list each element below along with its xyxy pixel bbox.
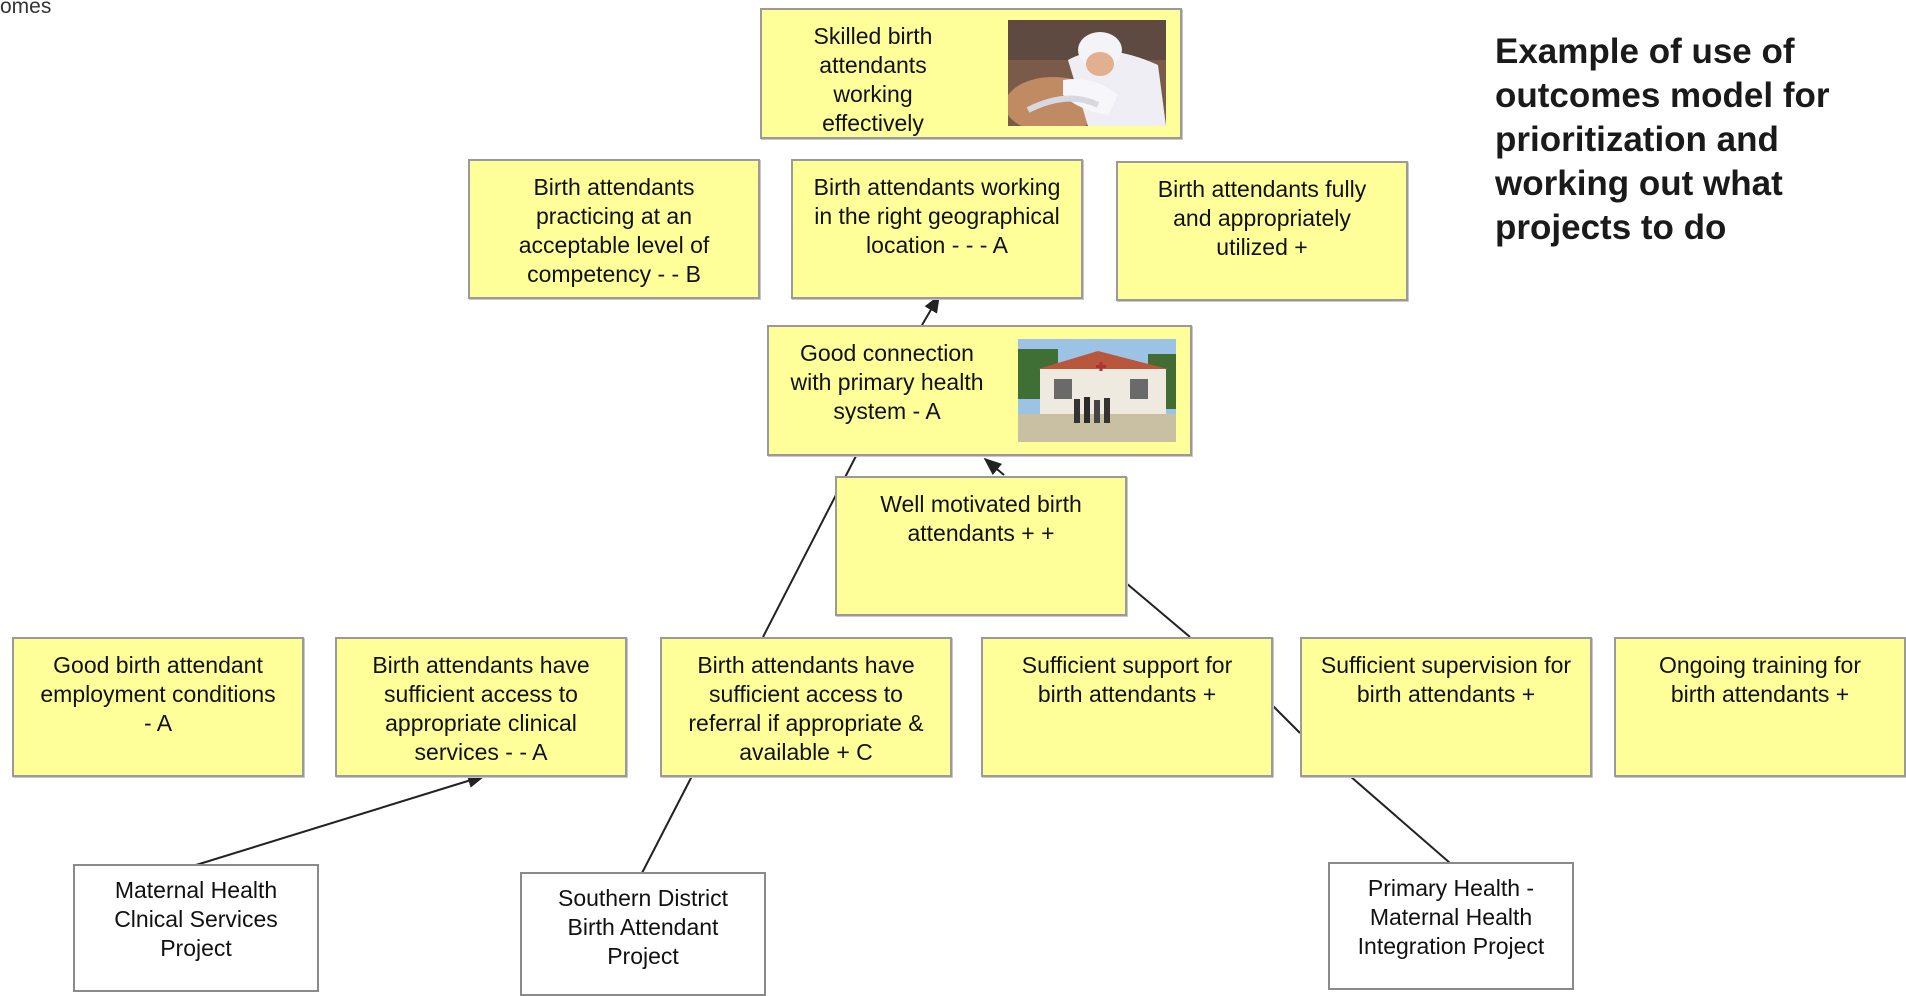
outcome-label: Birth attendants working in the right ge… — [813, 174, 1061, 258]
outcome-sufficient-support: Sufficient support for birth attendants … — [981, 637, 1273, 777]
project-southern-district: Southern District Birth Attendant Projec… — [520, 872, 766, 996]
outcome-employment-conditions: Good birth attendant employment conditio… — [12, 637, 304, 777]
project-label: Maternal Health Clnical Services Project — [114, 877, 278, 961]
outcome-label: Ongoing training for birth attendants + — [1658, 652, 1861, 707]
outcome-label: Sufficient supervision for birth attenda… — [1320, 652, 1572, 707]
link-clinical-project — [195, 773, 486, 866]
outcome-label: Well motivated birth attendants + + — [880, 491, 1082, 546]
outcome-label: Skilled birth attendants working effecti… — [813, 23, 933, 136]
link-support-to-motivated — [1125, 582, 1191, 638]
outcome-label: Good birth attendant employment conditio… — [40, 652, 276, 736]
outcome-label: Birth attendants fully and appropriately… — [1157, 176, 1367, 260]
outcome-fully-utilized: Birth attendants fully and appropriately… — [1116, 161, 1408, 301]
outcome-label: Good connection with primary health syst… — [790, 340, 984, 424]
outcome-ongoing-training: Ongoing training for birth attendants + — [1614, 637, 1906, 777]
project-maternal-health-clinical: Maternal Health Clnical Services Project — [73, 864, 319, 992]
outcome-label: Sufficient support for birth attendants … — [1021, 652, 1233, 707]
outcome-referral-access: Birth attendants have sufficient access … — [660, 637, 952, 777]
outcome-sufficient-supervision: Sufficient supervision for birth attenda… — [1300, 637, 1592, 777]
diagram-title: Example of use of outcomes model for pri… — [1495, 32, 1830, 247]
corner-text: omes — [0, 0, 52, 18]
link-motivated-to-connection — [983, 457, 1005, 476]
project-label: Primary Health - Maternal Health Integra… — [1357, 875, 1545, 959]
outcome-clinical-services-access: Birth attendants have sufficient access … — [335, 637, 627, 777]
outcome-label: Birth attendants have sufficient access … — [688, 652, 924, 765]
outcome-geographical-location: Birth attendants working in the right ge… — [791, 159, 1083, 299]
project-primary-health-integration: Primary Health - Maternal Health Integra… — [1328, 862, 1574, 990]
link-connection-to-location — [921, 294, 940, 326]
health-center-photo — [1018, 339, 1176, 442]
outcome-competency: Birth attendants practicing at an accept… — [468, 159, 760, 299]
outcome-label: Birth attendants practicing at an accept… — [518, 174, 710, 287]
outcome-well-motivated: Well motivated birth attendants + + — [835, 476, 1127, 616]
link-southern-project — [641, 775, 693, 874]
birth-attendant-photo — [1008, 20, 1166, 126]
outcome-skilled-birth-attendants: Skilled birth attendants working effecti… — [760, 8, 1182, 139]
link-integration-project — [1349, 775, 1451, 864]
project-label: Southern District Birth Attendant Projec… — [557, 885, 728, 969]
link-supervision-to-support — [1271, 704, 1301, 734]
outcome-label: Birth attendants have sufficient access … — [372, 652, 590, 765]
outcome-primary-health-connection: Good connection with primary health syst… — [767, 325, 1192, 456]
